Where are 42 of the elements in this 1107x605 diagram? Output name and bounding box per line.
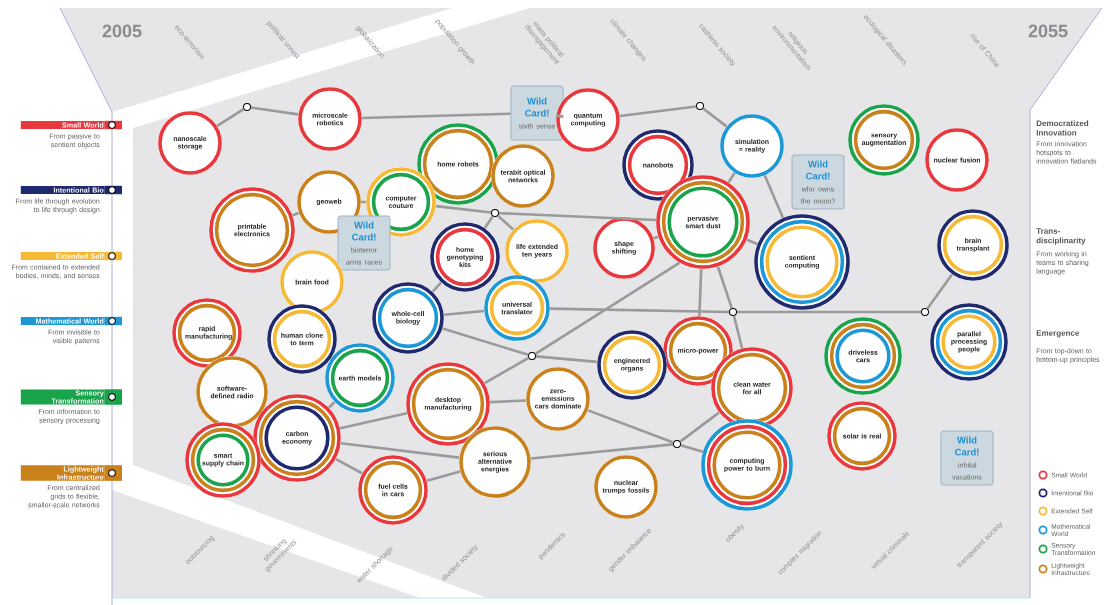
connector-line bbox=[328, 401, 336, 409]
connector-line bbox=[555, 114, 564, 118]
connector-line bbox=[339, 412, 408, 430]
connector-line bbox=[653, 235, 659, 240]
connector-line bbox=[550, 307, 730, 314]
connector-line bbox=[680, 443, 704, 453]
connector-line bbox=[216, 108, 245, 127]
year-label: 2005 bbox=[102, 24, 142, 38]
year-label: 2055 bbox=[1028, 24, 1068, 38]
connector-line bbox=[431, 281, 442, 293]
connector-line bbox=[716, 266, 733, 309]
connector-line bbox=[746, 238, 758, 246]
principle-heading: Emergence bbox=[1036, 330, 1080, 338]
connector-line bbox=[292, 211, 300, 217]
connector-line bbox=[619, 105, 697, 118]
connector-line bbox=[483, 215, 494, 229]
connector-line bbox=[443, 309, 485, 316]
connector-line bbox=[484, 356, 530, 385]
connector-line bbox=[534, 261, 681, 355]
connector-line bbox=[737, 310, 921, 314]
connector-line bbox=[732, 315, 744, 349]
connector-line bbox=[926, 273, 953, 310]
connector-line bbox=[442, 327, 529, 357]
connector-line bbox=[698, 269, 703, 316]
principle-heading: Democratized Innovation bbox=[1036, 120, 1089, 136]
connector-line bbox=[702, 107, 728, 128]
connector-line bbox=[361, 200, 366, 204]
connector-line bbox=[530, 443, 674, 460]
principle-heading: Trans-disciplinarity bbox=[1036, 228, 1086, 245]
connector-line bbox=[535, 355, 598, 364]
connector-line bbox=[490, 399, 526, 404]
connector-line bbox=[679, 411, 720, 443]
connector-line bbox=[763, 175, 785, 219]
connector-line bbox=[498, 211, 656, 222]
connector-line bbox=[426, 470, 461, 482]
connector-line bbox=[727, 172, 736, 184]
connector-line bbox=[340, 442, 460, 459]
connector-line bbox=[497, 214, 514, 231]
connector-line bbox=[250, 106, 299, 116]
connector-line bbox=[335, 457, 363, 475]
connector-line bbox=[362, 112, 511, 120]
connector-line bbox=[587, 409, 674, 444]
